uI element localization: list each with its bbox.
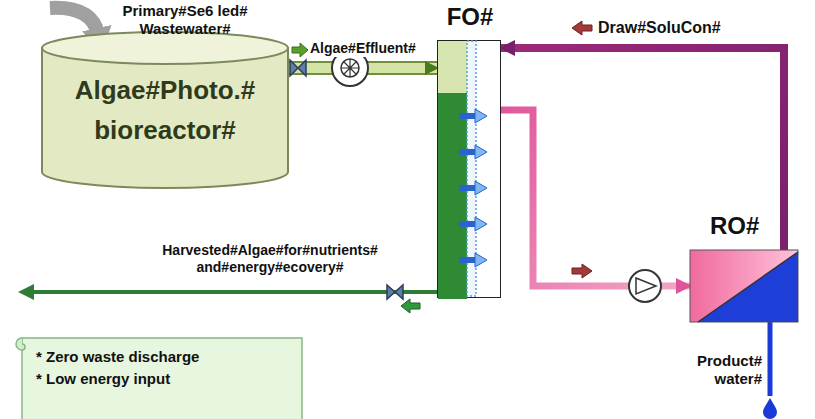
product-water-line xyxy=(768,322,773,396)
fo-module-outline xyxy=(438,41,502,299)
node-text: FO# xyxy=(418,3,522,31)
bioreactor-tank-outline xyxy=(40,30,290,190)
valve-symbol xyxy=(290,60,306,76)
note-scroll: * Zero waste discharge* Low energy input xyxy=(12,330,304,419)
harvest-label: Harvested#Algae#for#nutrients# and#energ… xyxy=(130,242,410,276)
inflow-label: Primary#Se6 led# Wastewater# xyxy=(110,2,260,38)
bioreactor-tank: Algae#Photo.# bioreactor# xyxy=(40,30,290,190)
valve-symbol xyxy=(387,285,403,299)
water-drop xyxy=(763,398,777,419)
node-text: RO# xyxy=(710,212,798,240)
flow-connector xyxy=(501,110,690,286)
node-text: * Low energy input xyxy=(36,368,296,390)
pump-symbol xyxy=(629,270,661,302)
algae-channel xyxy=(438,93,467,299)
flow-arrow xyxy=(292,43,308,57)
flow-arrow xyxy=(572,264,592,278)
product-label: Product# water# xyxy=(668,352,762,388)
fo-module: FO# xyxy=(437,40,501,298)
scroll-body xyxy=(22,338,302,419)
tank-body xyxy=(42,48,288,188)
influent-arrow xyxy=(50,8,98,34)
permeate-side xyxy=(698,252,798,322)
scroll-curl xyxy=(16,338,25,350)
ro-membrane xyxy=(698,252,798,322)
feed-channel xyxy=(438,41,467,93)
water-flux-arrows xyxy=(459,109,487,267)
node-text: * Zero waste discharge xyxy=(36,346,296,368)
flow-arrow xyxy=(401,299,420,313)
ro-unit-outline xyxy=(690,250,798,322)
ro-vessel xyxy=(690,250,798,322)
harvest-line xyxy=(22,290,437,294)
flow-label: Algae#Effluent# xyxy=(310,40,435,57)
ro-unit: RO# xyxy=(690,250,798,322)
flow-label: Draw#SoluCon# xyxy=(598,18,758,37)
flow-arrow xyxy=(572,21,592,35)
node-text: Algae#Photo.# bioreactor# xyxy=(54,70,276,151)
